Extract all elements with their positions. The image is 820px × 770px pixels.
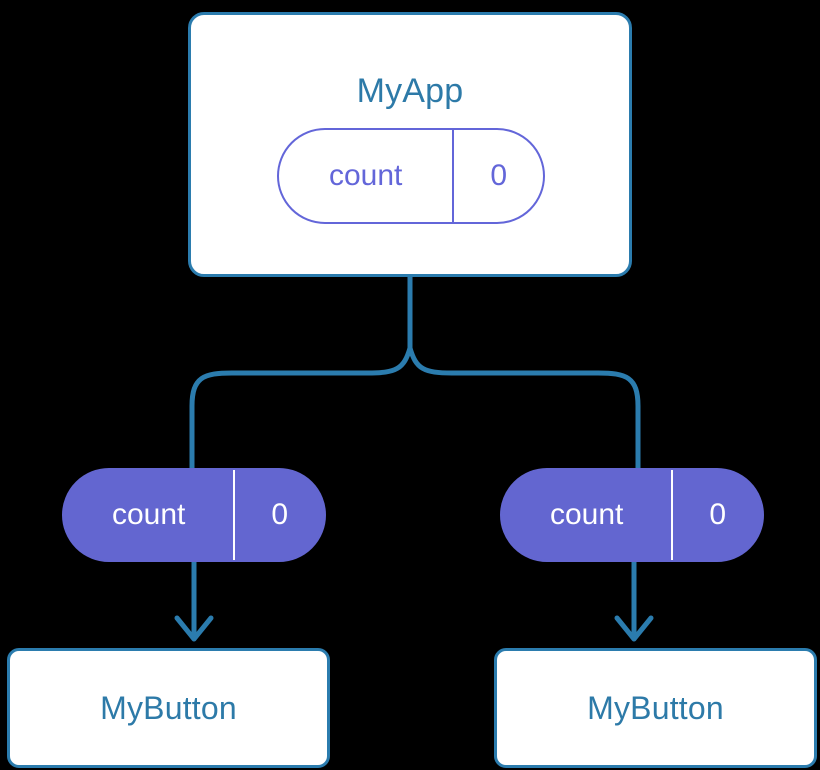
props-pill-value: 0	[233, 470, 324, 560]
component-label-myapp: MyApp	[356, 72, 464, 110]
props-pill-value: 0	[671, 470, 762, 560]
props-pill-right[interactable]: count 0	[500, 468, 764, 562]
state-pill-key: count	[328, 159, 403, 192]
props-pill-left[interactable]: count 0	[62, 468, 326, 562]
component-node-mybutton-right[interactable]: MyButton	[494, 648, 817, 768]
component-label-mybutton-right: MyButton	[587, 689, 724, 726]
props-pill-key: count	[111, 498, 186, 531]
arrow-head-left-icon	[174, 615, 214, 642]
component-node-mybutton-left[interactable]: MyButton	[7, 648, 330, 768]
component-label-mybutton-left: MyButton	[100, 689, 237, 726]
arrow-head-right-icon	[614, 615, 654, 642]
component-node-myapp[interactable]: MyApp	[188, 12, 632, 277]
state-pill-myapp[interactable]: count 0	[277, 128, 545, 224]
state-pill-value: 0	[452, 130, 543, 222]
props-pill-key: count	[549, 498, 624, 531]
connector-fork	[189, 345, 641, 473]
